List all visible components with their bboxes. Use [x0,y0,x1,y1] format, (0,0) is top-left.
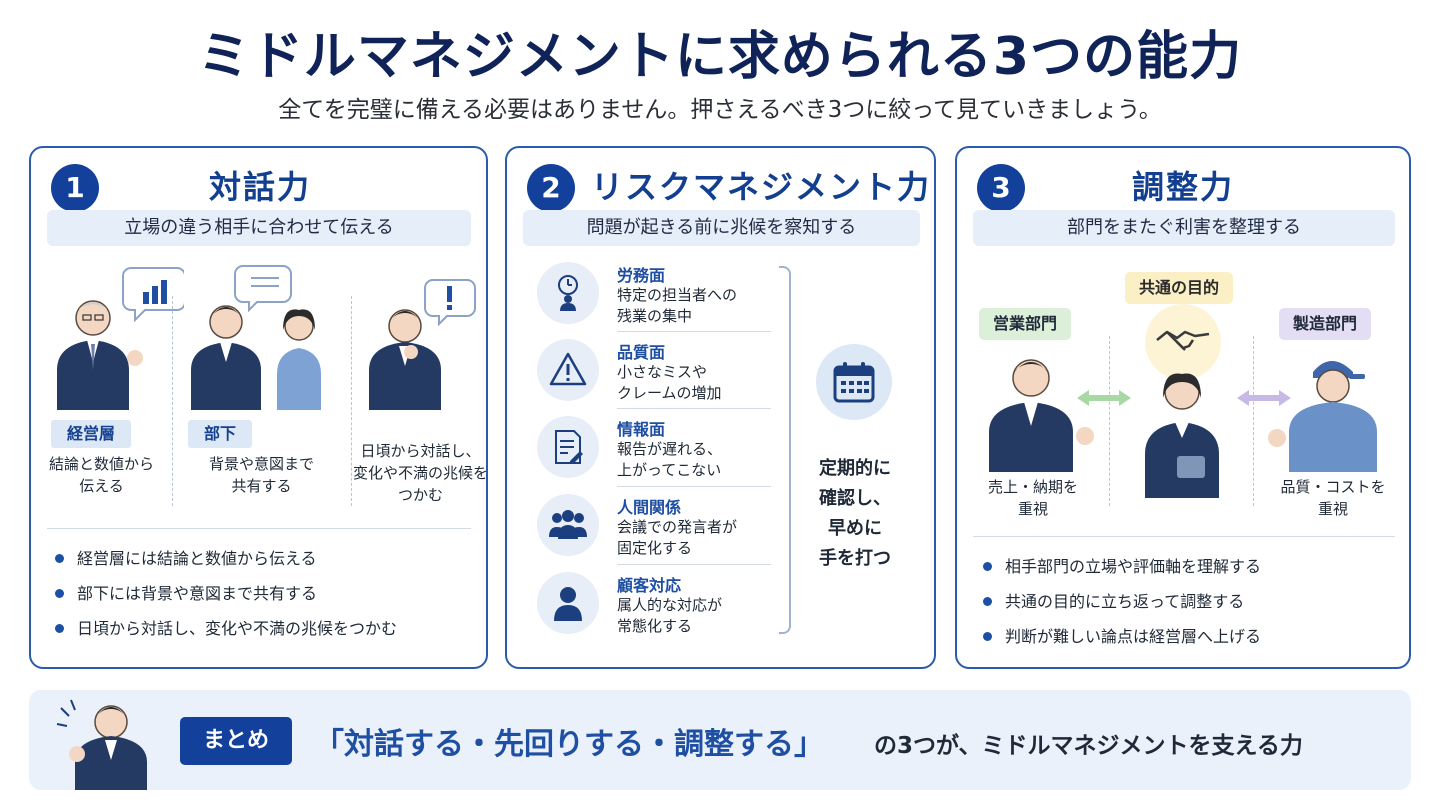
risk-title-quality: 品質面 [617,343,666,362]
bracket [779,266,791,634]
card-dialogue: 1 対話力 立場の違う相手に合わせて伝える [29,146,488,669]
clock-person-icon [537,262,599,324]
divider [47,528,471,529]
sales-text: 売上・納期を 重視 [987,478,1078,518]
card-title: 対話力 [209,168,312,206]
risk-title-relationships: 人間関係 [617,498,682,517]
risk-title-customer: 顧客対応 [617,576,682,595]
risk-desc-customer: 属人的な対応が 常態化する [617,596,723,635]
thinking-illustration [369,279,476,410]
calendar-icon [816,344,892,420]
label-common-purpose: 共通の目的 [1125,272,1234,304]
card-number: 3 [977,164,1025,212]
risk-desc-information: 報告が遅れる、 上がってこない [617,440,723,479]
summary-chip: まとめ [180,717,292,765]
center-person-illustration [1145,373,1219,498]
label-subordinates: 部下 [188,420,253,448]
card-title: リスクマネジメント力 [591,168,932,206]
card-number: 2 [527,164,575,212]
summary-person-illustration [56,699,147,790]
label-manufacturing-dept: 製造部門 [1279,308,1372,340]
card-tagline: 部門をまたぐ利害を整理する [973,210,1395,246]
divider [617,564,771,565]
regular-check-text: 定期的に 確認し、 早めに 手を打つ [819,458,891,569]
scene-text-executives: 結論と数値から 伝える [48,455,154,495]
risk-desc-labor: 特定の担当者への 残業の集中 [617,286,738,325]
customer-icon [537,572,599,634]
risk-title-information: 情報面 [617,420,666,439]
scene-text-daily: 日頃から対話し、 変化や不満の兆候を つかむ [352,442,488,504]
card-coordination: 3 調整力 部門をまたぐ利害を整理する 共通の目的 営業部門 製造部門 [955,146,1411,669]
card-risk-management: 2 リスクマネジメント力 問題が起きる前に兆候を察知する 労務面 特定の担当者へ… [505,146,936,669]
arrow-right-icon [1237,390,1291,406]
dept-divider [1253,336,1254,506]
page-title: ミドルマネジメントに求められる3つの能力 [197,27,1243,87]
bullet-item: 判断が難しい論点は経営層へ上げる [981,619,1261,654]
risk-desc-quality: 小さなミスや クレームの増加 [617,363,722,402]
subordinate-illustration [191,265,321,410]
label-executives: 経営層 [51,420,132,448]
card3-bullets: 相手部門の立場や評価軸を理解する 共通の目的に立ち返って調整する 判断が難しい論… [981,549,1261,654]
summary-quote: 「対話する・先回りする・調整する」 [314,727,824,762]
divider [617,408,771,409]
card-tagline: 問題が起きる前に兆候を察知する [523,210,920,246]
bullet-item: 経営層には結論と数値から伝える [53,541,397,576]
scene-divider [172,296,173,506]
page-subtitle: 全てを完璧に備える必要はありません。押さえるべき3つに絞って見ていきましょう。 [278,97,1162,123]
card-number: 1 [51,164,99,212]
summary-text: の3つが、ミドルマネジメントを支える力 [874,733,1303,759]
group-icon [537,494,599,556]
manufacturing-worker-illustration [1268,361,1377,472]
card1-bullets: 経営層には結論と数値から伝える 部下には背景や意図まで共有する 日頃から対話し、… [53,541,397,646]
sales-person-illustration [989,359,1094,472]
divider [973,536,1395,537]
warning-icon [537,339,599,401]
summary-bar: まとめ 「対話する・先回りする・調整する」 の3つが、ミドルマネジメントを支える… [29,690,1411,790]
executive-illustration [57,267,184,410]
report-icon [537,416,599,478]
risk-title-labor: 労務面 [617,266,666,285]
handshake-icon [1145,304,1221,380]
bullet-item: 部下には背景や意図まで共有する [53,576,397,611]
card-tagline: 立場の違う相手に合わせて伝える [47,210,471,246]
bullet-item: 共通の目的に立ち返って調整する [981,584,1261,619]
bullet-item: 相手部門の立場や評価軸を理解する [981,549,1261,584]
manufacturing-text: 品質・コストを 重視 [1280,478,1386,518]
risk-desc-relationships: 会議での発言者が 固定化する [617,518,738,557]
divider [617,486,771,487]
bullet-item: 日頃から対話し、変化や不満の兆候をつかむ [53,611,397,646]
scene-divider [351,296,352,506]
divider [617,331,771,332]
card-title: 調整力 [1132,168,1235,206]
label-sales-dept: 営業部門 [979,308,1072,340]
dept-divider [1109,336,1110,506]
scene-text-subordinates: 背景や意図まで 共有する [208,455,314,495]
arrow-left-icon [1077,390,1131,406]
